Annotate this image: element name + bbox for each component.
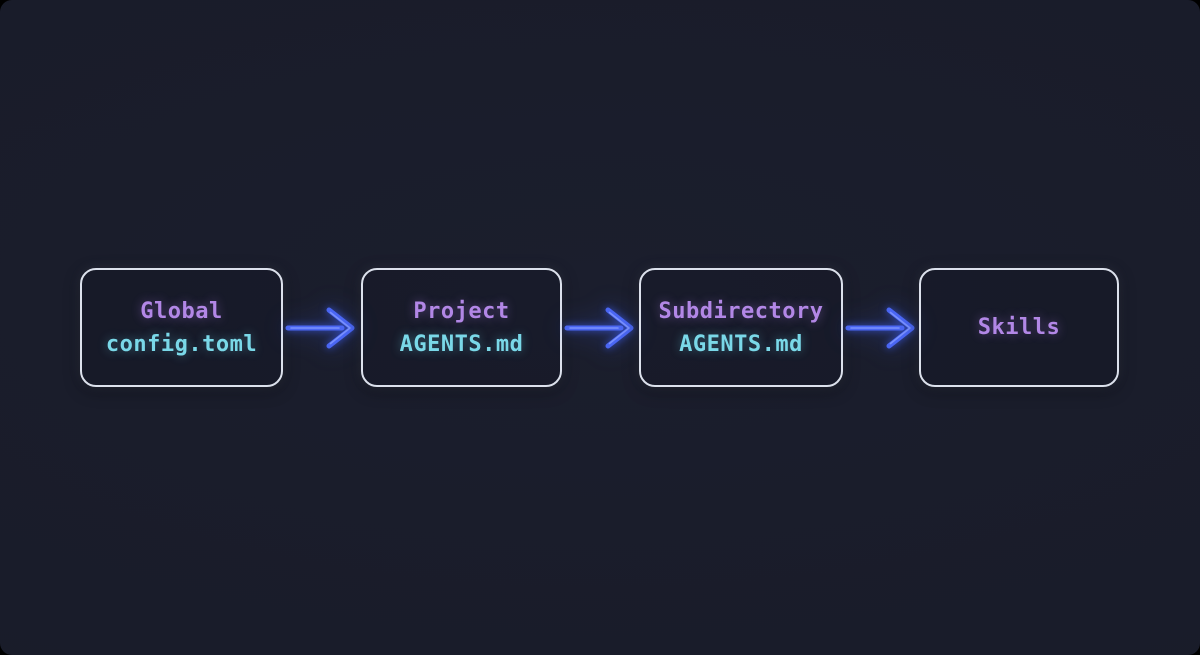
- node-label-secondary: AGENTS.md: [399, 331, 524, 357]
- node-label-secondary: config.toml: [105, 331, 258, 357]
- flow-arrow-icon: [564, 307, 634, 349]
- node-project-agents: Project AGENTS.md: [361, 268, 562, 387]
- flow-arrow-icon: [285, 307, 355, 349]
- node-global-config: Global config.toml: [80, 268, 283, 387]
- node-skills: Skills: [919, 268, 1119, 387]
- flow-arrow-icon: [845, 307, 915, 349]
- node-label-primary: Project: [413, 298, 510, 324]
- node-label-primary: Skills: [977, 315, 1061, 340]
- node-label-secondary: AGENTS.md: [679, 331, 803, 357]
- node-subdirectory-agents: Subdirectory AGENTS.md: [639, 268, 843, 387]
- node-label-primary: Subdirectory: [658, 298, 824, 324]
- node-label-primary: Global: [140, 298, 223, 324]
